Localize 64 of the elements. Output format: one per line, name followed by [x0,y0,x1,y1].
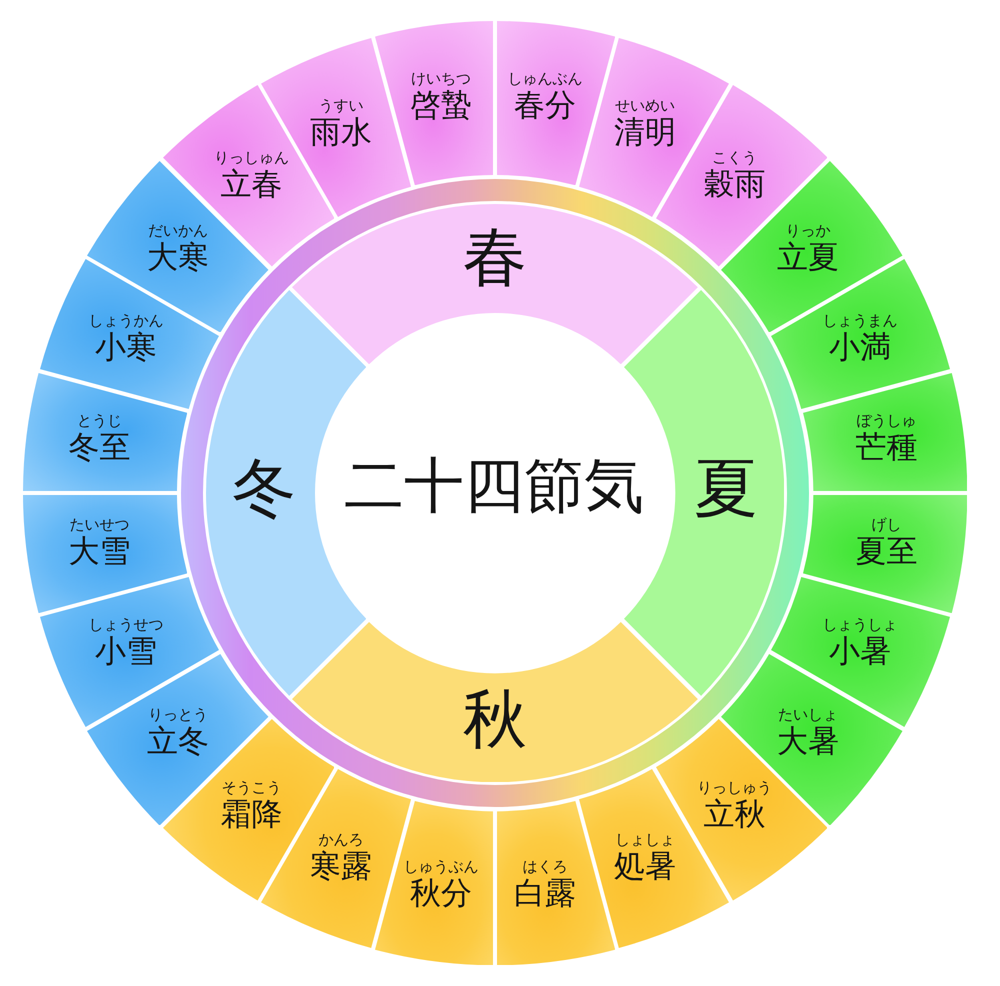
reading-text: しょうまん [822,314,898,329]
term-name: 夏至 [856,536,918,568]
term-name: 立秋 [704,799,766,830]
term-name: 大雪 [68,536,130,568]
reading-text: かんろ [318,832,364,848]
term-name: 芒種 [856,432,918,464]
reading-text: うすい [318,98,364,114]
term-name: 雨水 [310,118,372,149]
term-name: 立冬 [147,726,210,758]
term-name: 寒露 [310,851,372,882]
reading-text: こくう [712,150,758,166]
reading-text: しょしょ [614,832,675,848]
season-name: 夏 [694,456,758,521]
term-name: 立春 [220,170,282,201]
term-name: 小寒 [95,332,158,364]
term-name: 啓蟄 [410,90,472,122]
term-sector [802,372,967,491]
reading-text: げし [872,517,902,532]
term-name: 春分 [514,90,576,122]
reading-text: とうじ [76,414,122,429]
reading-text: しょうしょ [822,617,898,632]
term-name: 小雪 [95,636,158,668]
reading-text: せいめい [614,98,675,114]
term-name: 大寒 [147,242,210,274]
reading-text: りっしゅん [214,150,289,166]
reading-text: しゅんぶん [507,72,582,87]
term-name: 白露 [514,878,576,910]
term-name: 清明 [614,118,676,149]
term-name: 大暑 [776,726,839,758]
term-name: 処暑 [614,851,676,882]
reading-text: しょうせつ [88,617,164,632]
season-name: 冬 [232,456,296,521]
season-name: 秋 [462,688,527,752]
term-sector [23,495,188,614]
reading-text: たいせつ [69,517,130,532]
season-sector [292,204,698,364]
term-name: 小満 [828,332,891,364]
reading-text: けいちつ [411,72,472,87]
term-name: 穀雨 [704,170,766,201]
term-name: 立夏 [776,242,839,274]
reading-text: りっしゅう [697,780,772,796]
term-sector [374,21,493,186]
reading-text: そうこう [221,780,282,796]
term-sector [23,372,188,491]
reading-text: しゅうぶん [404,859,479,874]
term-sector [497,21,616,186]
reading-text: たいしょ [778,707,838,722]
term-sector [771,577,950,728]
title-text: 二十四節気 [344,456,644,516]
term-name: 冬至 [68,432,130,464]
term-name: 霜降 [220,799,282,830]
term-name: 小暑 [828,636,891,668]
reading-text: しょうかん [88,314,164,329]
reading-text: りっか [785,224,830,239]
reading-text: りっとう [148,707,208,722]
term-sector [374,800,493,965]
season-sector [292,622,698,782]
reading-text: ぼうしゅ [856,414,917,429]
reading-text: はくろ [522,859,568,874]
term-sector [497,800,616,965]
term-sector [802,495,967,614]
reading-text: だいかん [148,224,208,239]
season-name: 春 [462,226,527,290]
term-name: 秋分 [410,878,472,910]
